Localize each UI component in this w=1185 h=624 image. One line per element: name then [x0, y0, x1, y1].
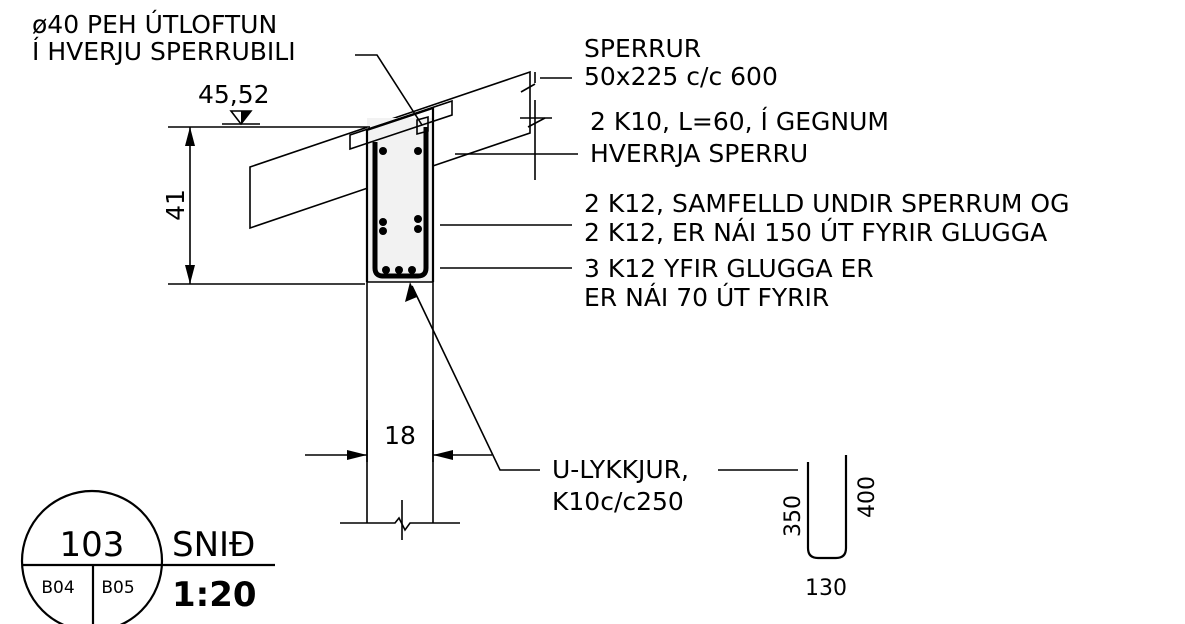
stirrup-shape: [806, 455, 848, 560]
dimension-height: [168, 126, 370, 285]
bar-k10-note-line2: HVERRJA SPERRU: [590, 139, 808, 168]
stirrup-base-label: 130: [805, 576, 847, 601]
stirrup-leg-b-label: 400: [855, 476, 880, 518]
bar-k12b-note-line2: ER NÁI 70 ÚT FYRIR: [584, 282, 829, 312]
sheet-ref-2: B05: [101, 578, 134, 598]
stirrup-note-line1: U-LYKKJUR,: [552, 455, 689, 484]
drawing-scale: 1:20: [172, 575, 257, 615]
vent-note-line1: ø40 PEH ÚTLOFTUN: [32, 9, 277, 39]
bar-k12-note-line2: 2 K12, ER NÁI 150 ÚT FYRIR GLUGGA: [584, 217, 1047, 247]
bar-k10-note-line1: 2 K10, L=60, Í GEGNUM: [590, 107, 889, 136]
top-plate: [349, 99, 453, 151]
rafter-leader: [520, 72, 572, 180]
stirrup-leader: [405, 282, 798, 471]
vent-note-line2: Í HVERJU SPERRUBILI: [32, 37, 296, 66]
stirrup-rebar: [372, 127, 429, 279]
sheet-ref-1: B04: [41, 578, 74, 598]
title-block: [20, 489, 275, 624]
rafter: [249, 70, 531, 230]
rafter-note-line2: 50x225 c/c 600: [584, 62, 778, 91]
level-label: 45,52: [198, 80, 270, 109]
break-line: [340, 500, 460, 540]
rebar-dots: [379, 147, 422, 274]
drawing-title: SNIÐ: [172, 525, 255, 565]
level-marker: [222, 110, 260, 126]
dimension-height-label: 41: [161, 189, 190, 221]
vent-leader: [355, 54, 423, 126]
rafter-note-line1: SPERRUR: [584, 34, 701, 63]
bar-k12b-note-line1: 3 K12 YFIR GLUGGA ER: [584, 254, 874, 283]
stirrup-note-line2: K10c/c250: [552, 487, 684, 516]
bar-k12-note-line1: 2 K12, SAMFELLD UNDIR SPERRUM OG: [584, 189, 1069, 218]
dimension-width: [305, 420, 492, 462]
dimension-width-label: 18: [384, 421, 416, 450]
stirrup-leg-a-label: 350: [781, 495, 806, 537]
wall: [366, 282, 434, 523]
detail-number: 103: [60, 525, 125, 565]
